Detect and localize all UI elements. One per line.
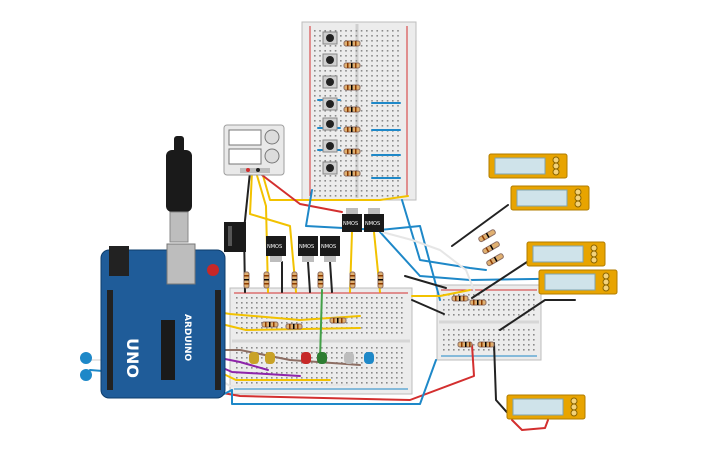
wire [411, 299, 445, 315]
resistor-icon [343, 40, 361, 47]
pushbutton-icon[interactable] [322, 53, 338, 67]
transistor-label: NMOS [321, 244, 336, 250]
resistor-icon [377, 271, 384, 289]
resistor-icon [261, 321, 279, 328]
potentiometer-icon[interactable] [80, 352, 92, 381]
lcd-displays [488, 153, 618, 420]
wire [381, 231, 479, 301]
pushbutton-icon[interactable] [322, 161, 338, 175]
wire [329, 261, 333, 293]
lcd-display-icon[interactable] [488, 153, 568, 179]
wire [261, 171, 409, 201]
relay-module[interactable] [224, 222, 246, 252]
leds [249, 352, 374, 364]
resistor-icon [291, 271, 298, 289]
wire [401, 199, 487, 271]
wire [307, 261, 311, 293]
lcd-display-icon[interactable] [510, 185, 590, 211]
resistor-icon [343, 84, 361, 91]
transistor-label: NMOS [365, 221, 380, 227]
pushbuttons[interactable] [322, 31, 338, 175]
wire [499, 299, 576, 331]
arduino-model: UNO [123, 338, 142, 378]
wire [451, 204, 509, 247]
lcd-display-icon[interactable] [506, 394, 586, 420]
wire [249, 171, 297, 293]
arduino-brand: ARDUINO [182, 314, 192, 362]
resistor-icon [317, 271, 324, 289]
led-icon[interactable] [317, 352, 327, 364]
resistor-icon [343, 106, 361, 113]
usb-cable-icon [166, 136, 192, 243]
nmos-transistor[interactable]: NMOS [364, 208, 384, 232]
resistor-icon [482, 241, 500, 255]
resistors [243, 40, 504, 348]
wire [471, 259, 531, 299]
power-jack [109, 246, 129, 276]
wire [404, 275, 447, 289]
reset-button[interactable] [207, 264, 219, 276]
nmos-transistor[interactable]: NMOS [342, 208, 362, 232]
transistor-label: NMOS [299, 244, 314, 250]
top-breadboard[interactable] [301, 21, 417, 201]
transistor-label: NMOS [267, 244, 282, 250]
nmos-transistor[interactable]: NMOS [298, 236, 318, 262]
resistor-icon [457, 341, 473, 348]
wire [511, 419, 549, 431]
wire [319, 289, 323, 361]
resistor-icon [349, 271, 356, 289]
transistor-label: NMOS [343, 221, 358, 227]
resistor-icon [478, 229, 496, 243]
resistor-icon [343, 148, 361, 155]
led-icon[interactable] [344, 352, 354, 364]
pushbutton-icon[interactable] [322, 139, 338, 153]
nmos-transistor[interactable]: NMOS [320, 236, 340, 262]
resistor-icon [343, 170, 361, 177]
resistor-icon [486, 253, 504, 267]
resistor-icon [329, 317, 347, 324]
resistor-icon [243, 271, 250, 289]
wire [255, 171, 269, 293]
lcd-display-icon[interactable] [526, 241, 606, 267]
led-icon[interactable] [364, 352, 374, 364]
resistor-icon [263, 271, 270, 289]
wire [379, 231, 601, 281]
usb-port [166, 243, 196, 285]
resistor-icon [343, 62, 361, 69]
led-icon[interactable] [249, 352, 259, 364]
header-bottom [107, 290, 113, 390]
resistor-icon [343, 126, 361, 133]
transistors: NMOS NMOS NMOS NMOS NMOS [266, 208, 384, 262]
resistor-icon [285, 323, 303, 330]
lcd-display-icon[interactable] [538, 269, 618, 295]
arduino-uno[interactable]: ARDUINO UNO [100, 243, 226, 399]
led-icon[interactable] [265, 352, 275, 364]
led-icon[interactable] [301, 352, 311, 364]
pushbutton-icon[interactable] [322, 97, 338, 111]
wire [231, 359, 437, 405]
pushbutton-icon[interactable] [322, 31, 338, 45]
resistor-icon [477, 341, 495, 348]
dc-power-supply-icon[interactable] [223, 124, 285, 176]
header-top [215, 290, 221, 390]
pushbutton-icon[interactable] [322, 117, 338, 131]
pushbutton-icon[interactable] [322, 75, 338, 89]
right-breadboard[interactable] [436, 284, 542, 361]
nmos-transistor[interactable]: NMOS [266, 236, 286, 262]
wire [411, 289, 471, 297]
wire [257, 171, 343, 213]
microcontroller [161, 320, 175, 380]
resistor-icon [451, 295, 469, 302]
resistor-icon [469, 299, 487, 306]
